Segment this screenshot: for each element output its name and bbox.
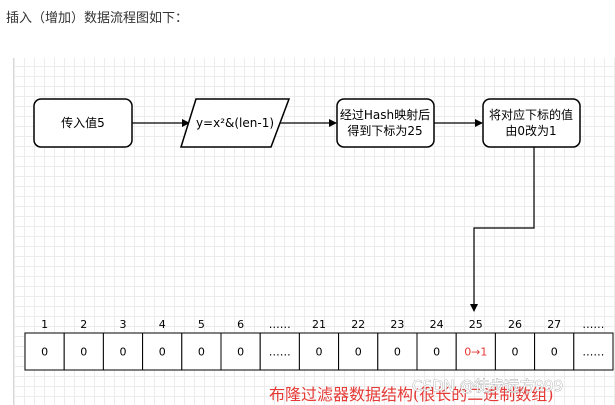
arrow-to-array <box>470 147 535 312</box>
array-cell-value: 0 <box>394 346 401 359</box>
array-cell <box>534 332 575 371</box>
array-index-label: 25 <box>469 318 483 331</box>
diagram-caption: 布隆过滤器数据结构(很长的二进制数组) <box>269 385 554 404</box>
array-cell-value: 0 <box>198 346 205 359</box>
array-cell-value: 0 <box>512 346 519 359</box>
array-index-label: 22 <box>351 318 365 331</box>
array-cell <box>102 332 144 371</box>
array-index-label: 6 <box>237 318 244 331</box>
watermark: CSDN @徒步远方999 <box>412 377 563 395</box>
array-cell <box>181 332 222 371</box>
array-cell <box>573 332 614 371</box>
array-index-label: 21 <box>312 318 326 331</box>
node-hash-formula-label: y=x²&(len-1) <box>196 116 274 130</box>
array-cell <box>142 332 183 371</box>
array-index-label: 23 <box>390 318 404 331</box>
array-cell-value: 0 <box>433 346 440 359</box>
node-hash-mapping-line2: 得到下标为25 <box>347 123 422 138</box>
array-cell-value: …… <box>269 346 291 359</box>
node-input-value-label: 传入值5 <box>61 115 105 130</box>
array-cell <box>416 332 457 371</box>
array-cell-value: 0 <box>80 346 87 359</box>
array-cell-value: 0 <box>316 346 323 359</box>
array-cell-value: 0 <box>41 346 48 359</box>
array-cell <box>220 332 261 371</box>
node-set-bit-line1: 将对应下标的值 <box>489 107 573 122</box>
array-cell-value: 0 <box>551 346 558 359</box>
node-set-bit-line2: 由0改为1 <box>505 124 556 138</box>
node-hash-mapping-line1: 经过Hash映射后 <box>340 107 430 122</box>
array-index-label: 27 <box>547 318 561 331</box>
array-cell <box>455 332 496 371</box>
array-cell-value: 0 <box>159 346 166 359</box>
intro-text: 插入（增加）数据流程图如下： <box>6 11 189 26</box>
array-cell <box>259 332 300 371</box>
array-cell-value-updated: 0→1 <box>464 346 487 359</box>
array-cell <box>298 332 340 371</box>
array-index-label: 24 <box>430 318 444 331</box>
array-index-label: 4 <box>159 318 166 331</box>
array-index-label: 3 <box>120 318 127 331</box>
array-cell-value: 0 <box>355 346 362 359</box>
node-hash-mapping <box>336 98 435 148</box>
bit-array: 1 0 2 0 3 0 4 0 5 0 6 0 …… …… 21 0 22 0 23 0 24 0 25 0→1 26 0 27 0 …… <box>24 318 614 371</box>
diagram-canvas: 传入值5 y=x²&(len-1) 经过Hash映射后 得到下标为25 将对应下… <box>13 58 615 405</box>
flowchart-diagram: 传入值5 y=x²&(len-1) 经过Hash映射后 得到下标为25 将对应下… <box>24 98 614 404</box>
array-cell <box>377 332 418 371</box>
array-index-label: 2 <box>80 318 87 331</box>
node-hash-formula <box>179 98 291 148</box>
array-cell-value: 0 <box>120 346 127 359</box>
array-index-label: 26 <box>508 318 522 331</box>
array-cell-value: …… <box>582 346 604 359</box>
array-cell-value: 0 <box>237 346 244 359</box>
array-index-label: 5 <box>198 318 205 331</box>
array-index-label: …… <box>269 318 291 331</box>
array-cell <box>24 332 65 371</box>
array-index-label: …… <box>582 318 604 331</box>
node-set-bit <box>482 98 581 148</box>
array-index-label: 1 <box>41 318 48 331</box>
